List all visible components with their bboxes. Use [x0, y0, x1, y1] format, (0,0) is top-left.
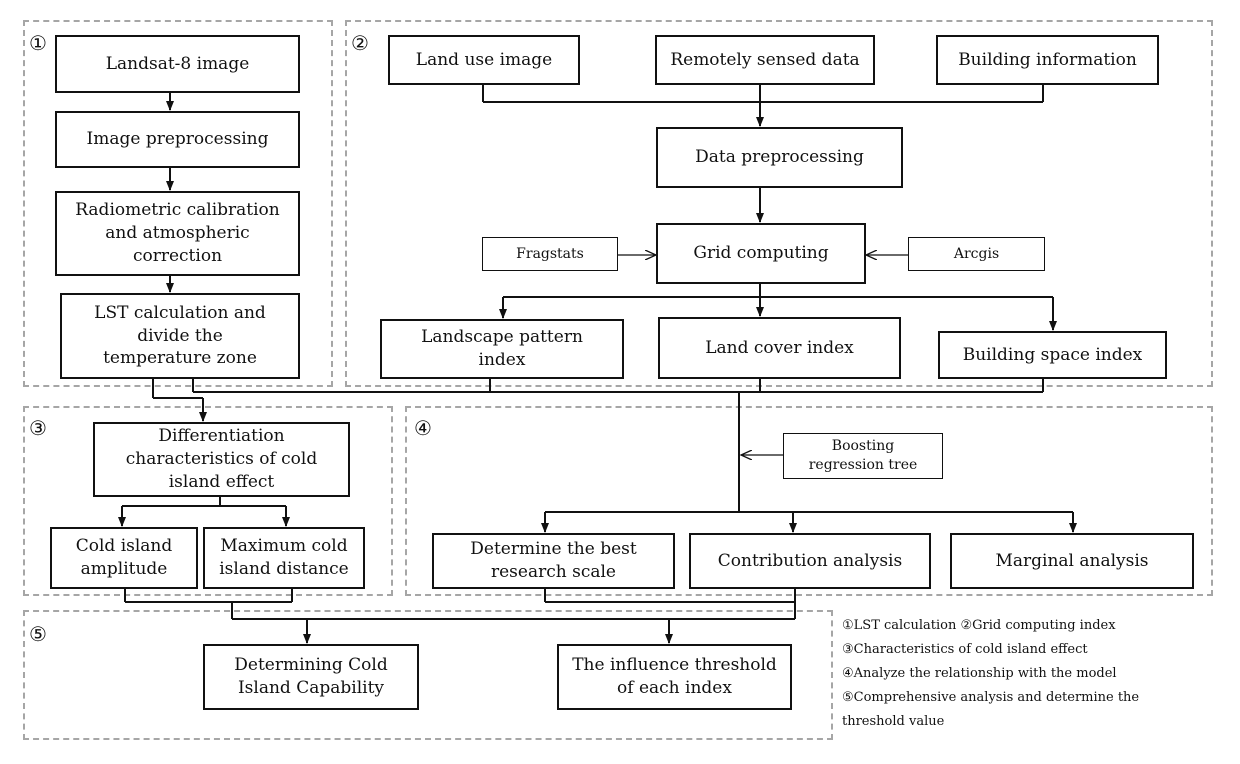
lst-calculation-box: LST calculation and divide the temperatu… — [60, 293, 300, 379]
data-preprocessing-box: Data preprocessing — [656, 127, 903, 188]
building-information-box: Building information — [936, 35, 1159, 85]
fragstats-box: Fragstats — [482, 237, 618, 271]
legend-line-1: ①LST calculation ②Grid computing index — [842, 618, 1116, 633]
determine-best-research-scale-box: Determine the best research scale — [432, 533, 675, 589]
grid-computing-box: Grid computing — [656, 223, 866, 284]
determining-cold-island-capability-box: Determining Cold Island Capability — [203, 644, 419, 710]
landsat-image-box: Landsat-8 image — [55, 35, 300, 93]
legend-line-3: ④Analyze the relationship with the model — [842, 666, 1117, 681]
region-number-5: ⑤ — [29, 622, 47, 646]
contribution-analysis-box: Contribution analysis — [689, 533, 931, 589]
region-comprehensive-analysis — [23, 610, 833, 740]
region-model-relationship — [405, 406, 1213, 596]
region-number-1: ① — [29, 31, 47, 55]
boosting-regression-tree-box: Boosting regression tree — [783, 433, 943, 479]
image-preprocessing-box: Image preprocessing — [55, 111, 300, 168]
legend-line-2: ③Characteristics of cold island effect — [842, 642, 1088, 657]
land-use-image-box: Land use image — [388, 35, 580, 85]
building-space-index-box: Building space index — [938, 331, 1167, 379]
cold-island-amplitude-box: Cold island amplitude — [50, 527, 198, 589]
region-number-4: ④ — [414, 416, 432, 440]
legend-line-5: threshold value — [842, 714, 945, 729]
influence-threshold-box: The influence threshold of each index — [557, 644, 792, 710]
radiometric-calibration-box: Radiometric calibration and atmospheric … — [55, 191, 300, 276]
land-cover-index-box: Land cover index — [658, 317, 901, 379]
region-number-3: ③ — [29, 416, 47, 440]
arcgis-box: Arcgis — [908, 237, 1045, 271]
region-number-2: ② — [351, 31, 369, 55]
region-grid-computing — [345, 20, 1213, 387]
region-cold-island-characteristics — [23, 406, 393, 596]
landscape-pattern-index-box: Landscape pattern index — [380, 319, 624, 379]
maximum-cold-island-distance-box: Maximum cold island distance — [203, 527, 365, 589]
remotely-sensed-data-box: Remotely sensed data — [655, 35, 875, 85]
region-lst-calculation — [23, 20, 333, 387]
differentiation-characteristics-box: Differentiation characteristics of cold … — [93, 422, 350, 497]
legend: ①LST calculation ②Grid computing index ③… — [842, 614, 1238, 734]
marginal-analysis-box: Marginal analysis — [950, 533, 1194, 589]
legend-line-4: ⑤Comprehensive analysis and determine th… — [842, 690, 1140, 705]
